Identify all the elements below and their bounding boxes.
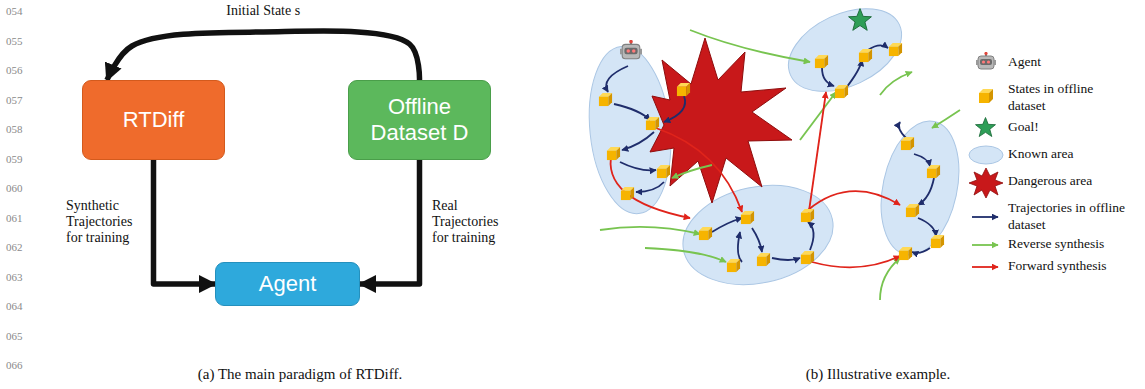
legend-text: Dangerous area [1008,173,1126,190]
line-number: 057 [6,94,23,106]
edge-label: Initial State s [223,3,303,19]
line-number: 063 [6,271,23,283]
line-number: 062 [6,241,23,253]
dataset-states [599,43,944,272]
dataset-trajectories [606,45,936,262]
node-label: Offline Dataset D [357,94,482,147]
reverse-synthesis [600,30,960,300]
line-number: 061 [6,212,23,224]
dataset-box: Offline Dataset D [348,80,491,160]
subfigure-caption: (b) Illustrative example. [806,366,951,383]
line-number: 058 [6,123,23,135]
known-areas [581,0,970,298]
goal-star [849,9,872,31]
agent-box: Agent [215,262,360,306]
node-label: Agent [259,271,317,297]
legend-text: Reverse synthesis [1008,236,1126,253]
line-number: 060 [6,182,23,194]
line-number: 056 [6,64,23,76]
legend-text: Agent [1008,54,1126,71]
danger-area [650,38,792,203]
model-box: RTDiff [82,80,225,160]
flow-arrow [107,31,420,80]
legend-text: Trajectories in offline dataset [1008,200,1126,234]
line-number: 066 [6,359,23,371]
legend-text: States in offline dataset [1008,81,1126,115]
line-number: 059 [6,153,23,165]
line-number: 065 [6,330,23,342]
line-number: 064 [6,300,23,312]
edge-label: Synthetic Trajectories for training [66,198,146,246]
line-number: 054 [6,5,23,17]
forward-synthesis [611,92,900,267]
legend-text: Goal! [1008,119,1126,136]
legend-text: Forward synthesis [1008,258,1126,275]
flow-arrow [360,160,420,284]
line-number: 055 [6,35,23,47]
legend-text: Known area [1008,146,1126,163]
node-label: RTDiff [123,107,185,133]
legend-samples [969,52,1003,267]
agent-icon [620,40,642,59]
flow-arrow [154,160,216,284]
subfigure-caption: (a) The main paradigm of RTDiff. [198,366,402,383]
edge-label: Real Trajectories for training [432,198,512,246]
